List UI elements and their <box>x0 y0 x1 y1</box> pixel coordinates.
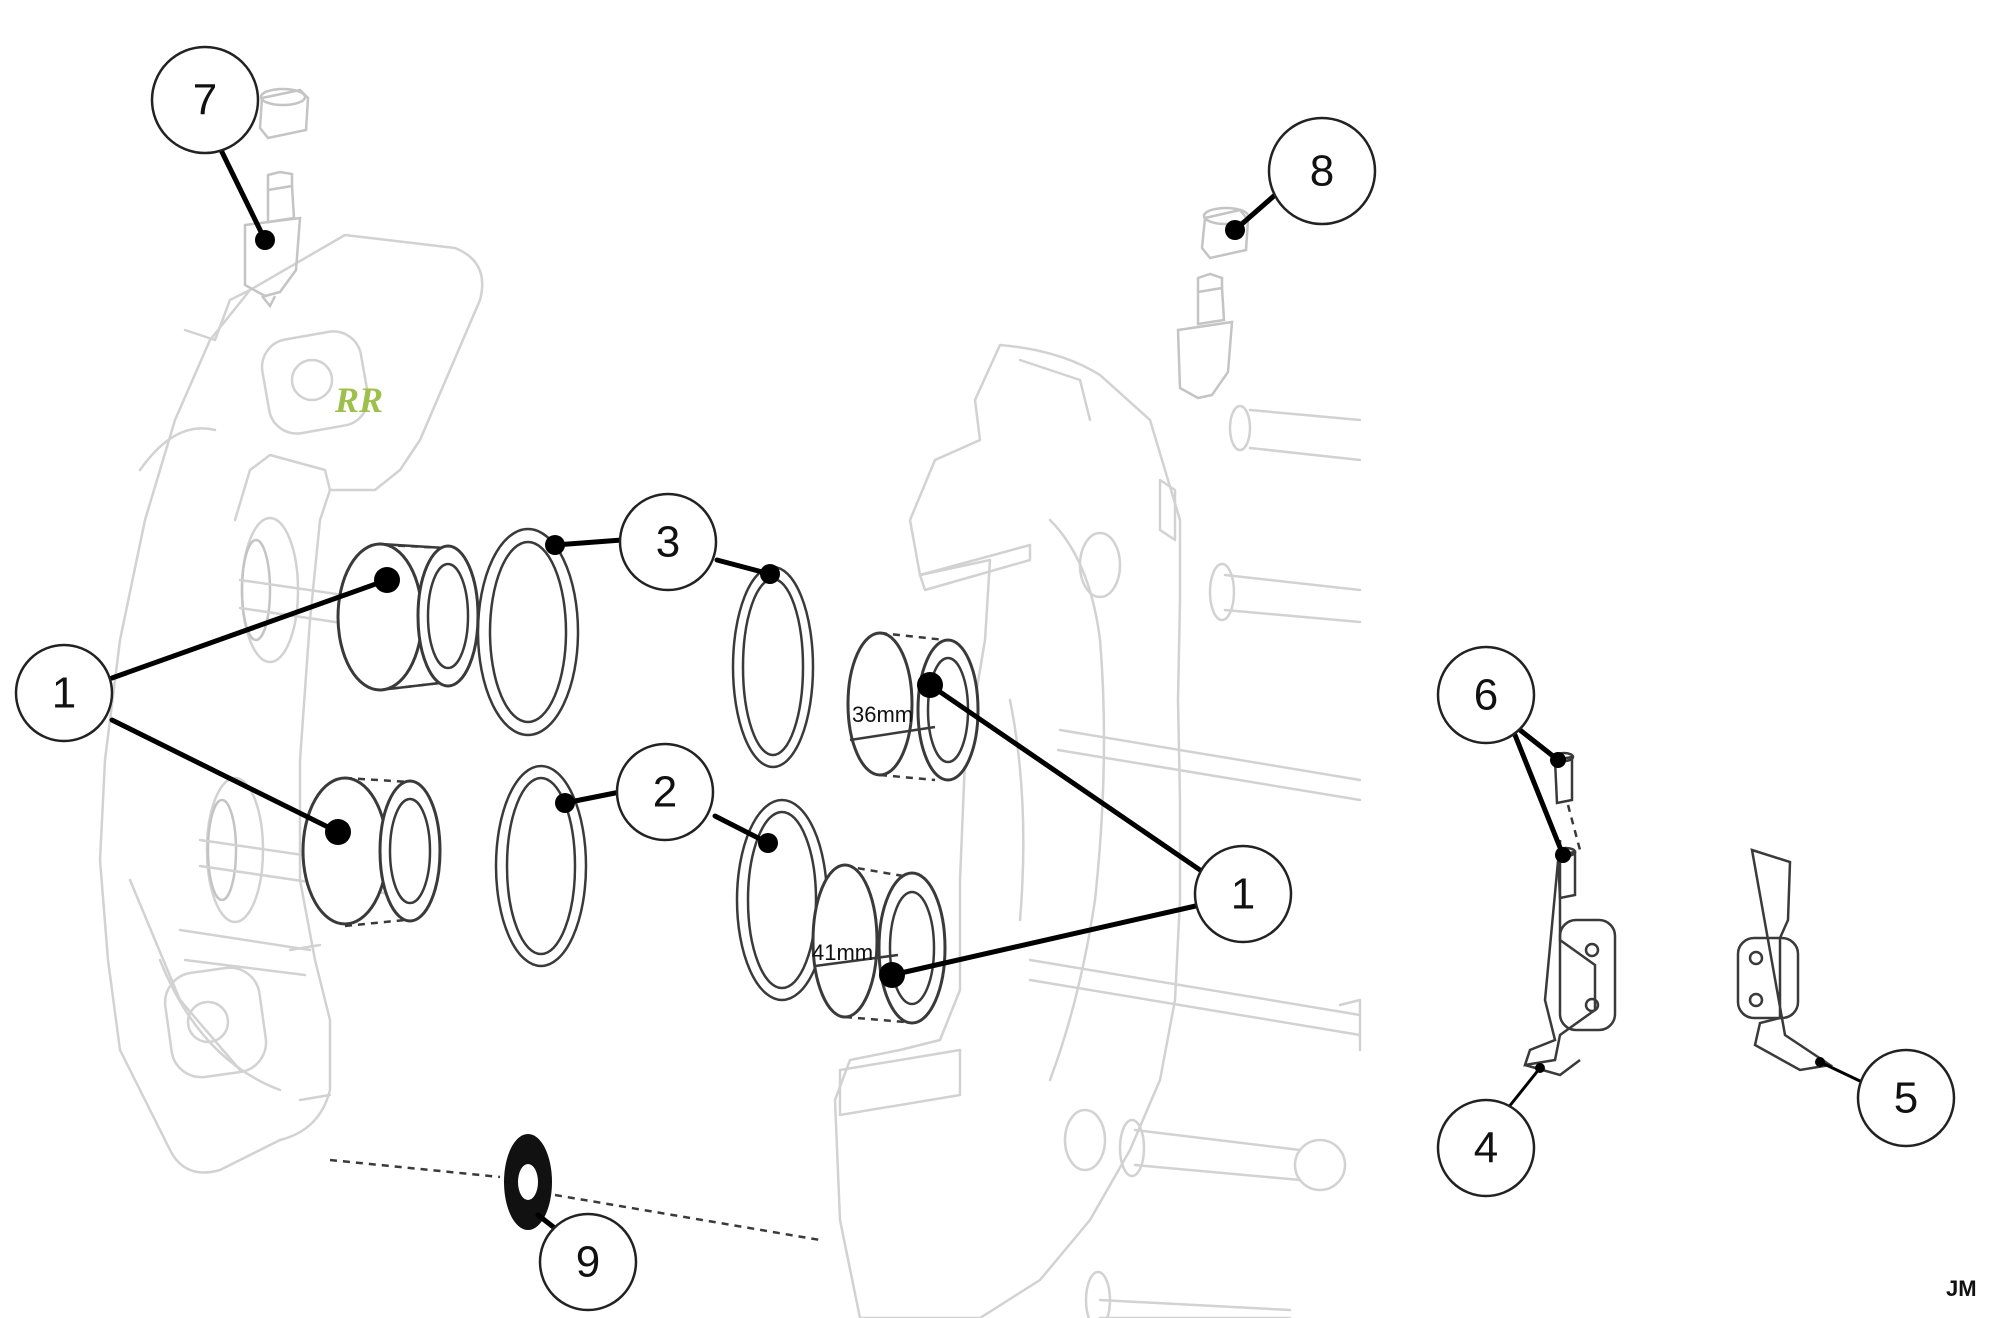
callout-1-right: 1 <box>1193 844 1293 944</box>
svg-text:1: 1 <box>1231 870 1255 919</box>
svg-text:1: 1 <box>52 669 76 718</box>
retaining-clip-9 <box>329 1134 821 1242</box>
bleeder-assembly-left <box>243 87 310 309</box>
author-initials: JM <box>1946 1276 1977 1301</box>
callout-3: 3 <box>618 492 718 592</box>
callout-2: 2 <box>615 742 715 842</box>
seal-ring-2-right <box>735 798 829 1002</box>
svg-text:5: 5 <box>1894 1074 1918 1123</box>
pad-pins-6 <box>1553 751 1582 900</box>
piston-left-upper <box>336 542 480 692</box>
svg-text:9: 9 <box>576 1238 600 1287</box>
svg-text:7: 7 <box>193 76 217 125</box>
callout-6: 6 <box>1436 645 1536 745</box>
piston-right-36mm: 36mm <box>846 631 980 782</box>
bleeder-assembly-right <box>1176 206 1250 400</box>
left-caliper-body: RR <box>98 233 484 1174</box>
seal-ring-3-left <box>476 527 580 737</box>
pad-spring-4 <box>1523 839 1617 1077</box>
svg-text:2: 2 <box>653 768 677 817</box>
piston-size-36mm-label: 36mm <box>852 702 913 727</box>
callout-4: 4 <box>1436 1098 1536 1198</box>
piston-size-41mm-label: 41mm <box>812 940 873 965</box>
svg-text:8: 8 <box>1310 147 1334 196</box>
callout-9: 9 <box>538 1212 638 1312</box>
svg-text:6: 6 <box>1474 671 1498 720</box>
pad-spring-5 <box>1736 848 1834 1072</box>
piston-left-lower <box>301 776 442 928</box>
callout-8: 8 <box>1267 116 1377 226</box>
callout-7: 7 <box>150 45 260 155</box>
piston-right-41mm: 41mm <box>811 863 947 1025</box>
callout-5: 5 <box>1856 1048 1956 1148</box>
right-caliper-body <box>833 343 1362 1318</box>
brand-logo: RR <box>334 380 383 420</box>
callout-1-left: 1 <box>14 643 114 743</box>
seal-ring-3-right <box>731 565 815 769</box>
seal-ring-2-left <box>494 764 588 968</box>
leader-lines <box>109 145 1863 1243</box>
svg-text:3: 3 <box>656 518 680 567</box>
svg-text:4: 4 <box>1474 1124 1498 1173</box>
